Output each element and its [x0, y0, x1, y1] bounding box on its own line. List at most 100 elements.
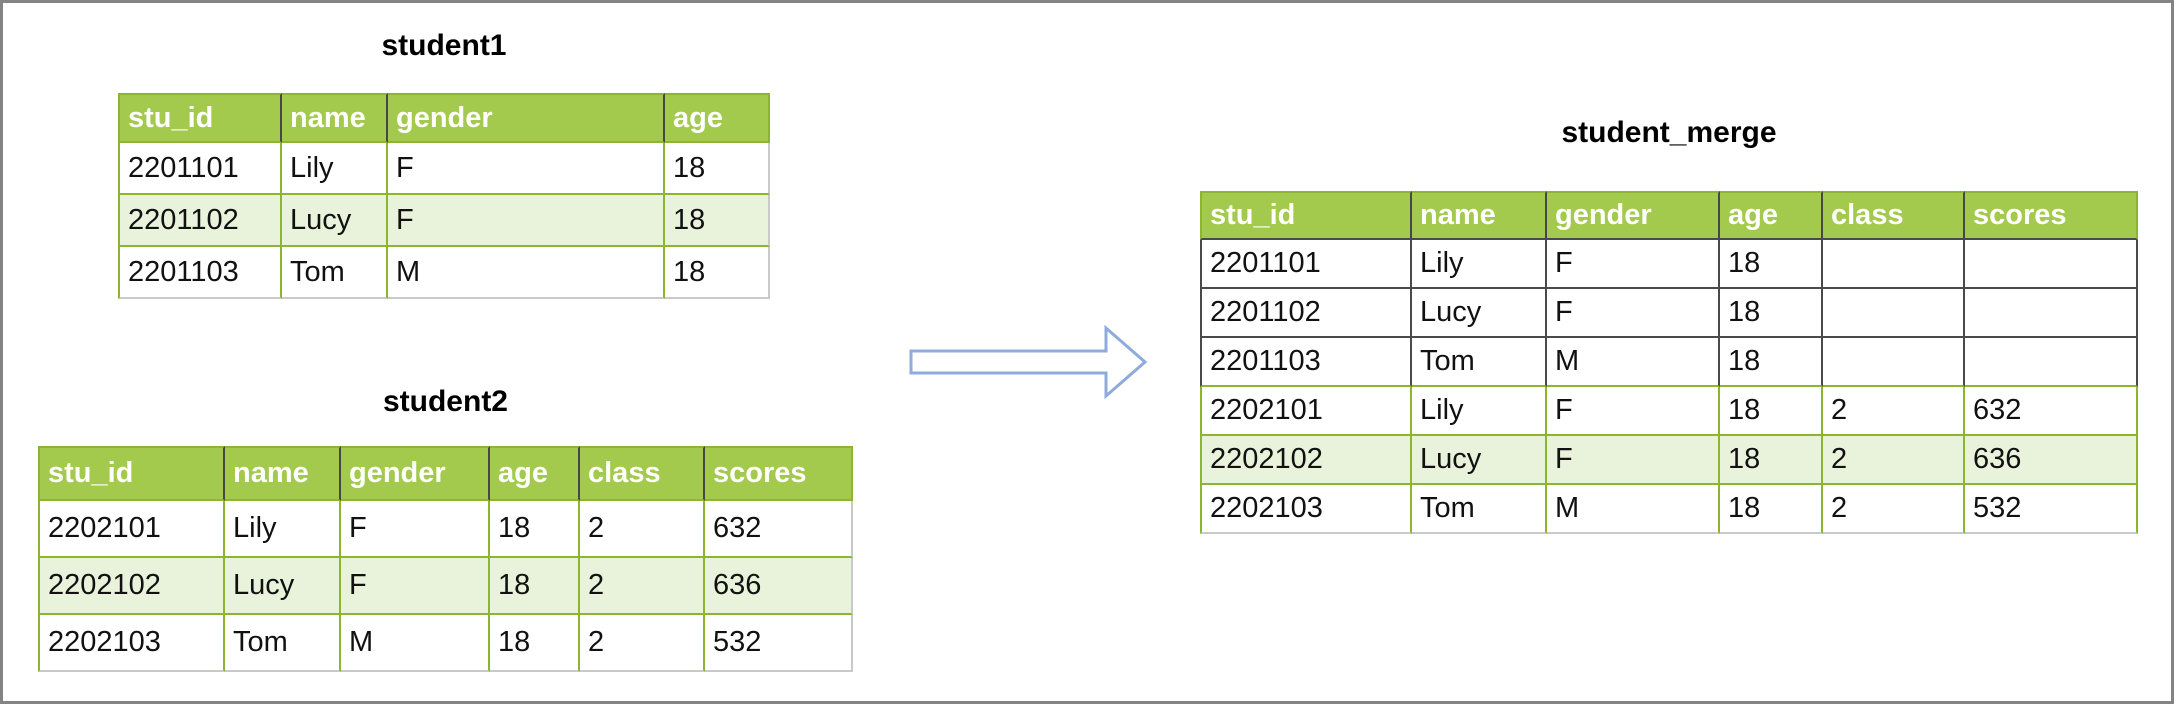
column-header-class: class — [1823, 191, 1965, 240]
table-cell: F — [1547, 240, 1720, 289]
table-cell: 2202102 — [1200, 436, 1412, 485]
table-cell: Lucy — [225, 558, 341, 615]
table-cell: 636 — [1965, 436, 2138, 485]
table-cell: 18 — [490, 615, 580, 672]
table-cell: 2201103 — [118, 247, 282, 299]
table-cell: M — [388, 247, 665, 299]
table-cell: M — [341, 615, 490, 672]
table-cell: Tom — [225, 615, 341, 672]
table-cell: 632 — [1965, 387, 2138, 436]
table-cell: 2202102 — [38, 558, 225, 615]
table-cell: 2201101 — [1200, 240, 1412, 289]
column-header-age: age — [490, 446, 580, 501]
table-cell: F — [1547, 436, 1720, 485]
table-cell: 18 — [1720, 338, 1823, 387]
table-cell: F — [341, 501, 490, 558]
table-cell: Lily — [1412, 240, 1547, 289]
table-cell: Lily — [282, 143, 388, 195]
table-cell: Tom — [1412, 485, 1547, 534]
table-cell: F — [388, 143, 665, 195]
table-cell: 18 — [665, 247, 770, 299]
table-cell: F — [1547, 289, 1720, 338]
table-cell: 18 — [1720, 289, 1823, 338]
table-cell: 532 — [705, 615, 853, 672]
table-cell: 2201102 — [118, 195, 282, 247]
column-header-stu_id: stu_id — [1200, 191, 1412, 240]
right-arrow-icon — [909, 324, 1148, 400]
table-cell: F — [1547, 387, 1720, 436]
column-header-name: name — [1412, 191, 1547, 240]
column-header-name: name — [282, 93, 388, 143]
table-cell: 2 — [580, 615, 705, 672]
table-cell: 632 — [705, 501, 853, 558]
table-cell: 18 — [490, 501, 580, 558]
table-cell: 18 — [1720, 240, 1823, 289]
table-cell: 18 — [1720, 436, 1823, 485]
table-cell: Lucy — [282, 195, 388, 247]
column-header-gender: gender — [1547, 191, 1720, 240]
table-cell: M — [1547, 485, 1720, 534]
table-cell — [1965, 240, 2138, 289]
column-header-name: name — [225, 446, 341, 501]
column-header-stu_id: stu_id — [118, 93, 282, 143]
column-header-stu_id: stu_id — [38, 446, 225, 501]
table-cell: 18 — [665, 195, 770, 247]
student-merge-table-title: student_merge — [1561, 116, 1777, 149]
column-header-age: age — [665, 93, 770, 143]
table-cell — [1965, 289, 2138, 338]
column-header-gender: gender — [388, 93, 665, 143]
table-cell — [1823, 289, 1965, 338]
table-cell: 18 — [665, 143, 770, 195]
table-cell: 2 — [580, 558, 705, 615]
table-cell: Lily — [1412, 387, 1547, 436]
column-header-gender: gender — [341, 446, 490, 501]
table-cell: 2202101 — [38, 501, 225, 558]
column-header-scores: scores — [1965, 191, 2138, 240]
table-cell: Tom — [282, 247, 388, 299]
column-header-scores: scores — [705, 446, 853, 501]
table-cell: 18 — [1720, 387, 1823, 436]
table-cell: 2201102 — [1200, 289, 1412, 338]
table-cell: 2201101 — [118, 143, 282, 195]
column-header-class: class — [580, 446, 705, 501]
table-cell — [1823, 240, 1965, 289]
table-cell: 2 — [580, 501, 705, 558]
student1-table-title: student1 — [381, 29, 507, 62]
table-cell: M — [1547, 338, 1720, 387]
table-cell: F — [388, 195, 665, 247]
table-cell — [1965, 338, 2138, 387]
table-cell: 636 — [705, 558, 853, 615]
table-cell: Tom — [1412, 338, 1547, 387]
table-cell: Lucy — [1412, 289, 1547, 338]
table-cell: 2202101 — [1200, 387, 1412, 436]
table-cell: 532 — [1965, 485, 2138, 534]
table-cell: 2201103 — [1200, 338, 1412, 387]
table-cell: F — [341, 558, 490, 615]
table-cell: 18 — [1720, 485, 1823, 534]
table-cell: Lily — [225, 501, 341, 558]
student2-table-title: student2 — [382, 385, 508, 418]
table-cell: 2 — [1823, 387, 1965, 436]
table-cell: 2202103 — [1200, 485, 1412, 534]
table-cell: Lucy — [1412, 436, 1547, 485]
table-cell: 2 — [1823, 485, 1965, 534]
column-header-age: age — [1720, 191, 1823, 240]
table-cell: 2202103 — [38, 615, 225, 672]
